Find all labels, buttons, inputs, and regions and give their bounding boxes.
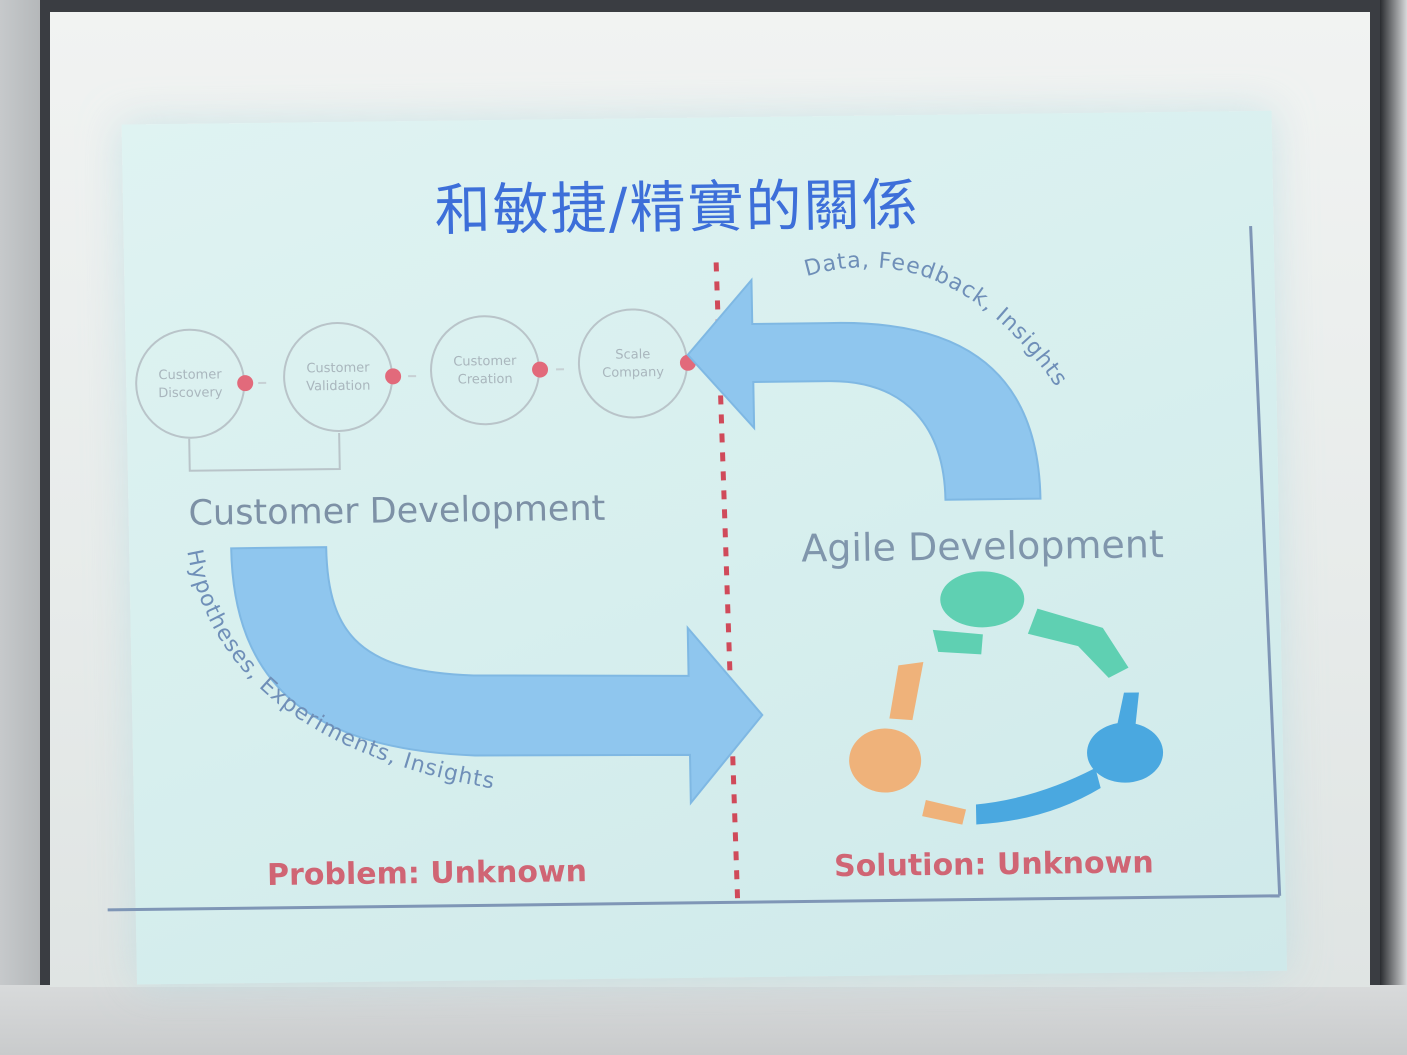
step-1-line1: Customer	[158, 367, 222, 383]
slide-frame-right	[1249, 225, 1282, 896]
step-circle-2	[283, 321, 394, 433]
wall-bottom	[0, 985, 1407, 1055]
divider-line	[713, 262, 741, 903]
step-3-line2: Creation	[458, 372, 513, 388]
stop-marker-icon	[237, 375, 254, 392]
stop-marker-icon	[385, 368, 402, 385]
step-3-line1: Customer	[453, 354, 517, 370]
agile-cycle-icon	[849, 571, 1164, 825]
feedback-loop-line	[188, 432, 341, 472]
step-2-line1: Customer	[306, 361, 370, 377]
step-circle-4	[577, 308, 688, 419]
slide: 和敏捷/精實的關係	[82, 26, 1299, 985]
problem-label: Problem: Unknown	[266, 854, 588, 893]
step-4-line2: Company	[602, 365, 664, 381]
curved-arrow-icon	[686, 277, 1042, 501]
slide-frame-bottom	[107, 894, 1280, 912]
solution-label: Solution: Unknown	[833, 845, 1154, 885]
agile-development-label: Agile Development	[800, 522, 1165, 571]
step-circle-3	[430, 315, 541, 426]
curved-arrow-icon	[230, 546, 764, 806]
stop-marker-icon	[532, 361, 549, 378]
step-2-line2: Validation	[306, 379, 370, 395]
step-4-line1: Scale	[615, 347, 650, 362]
wall-right	[1380, 0, 1407, 1055]
step-circle-1	[135, 328, 246, 439]
customer-development-label: Customer Development	[188, 488, 606, 534]
wall-left	[0, 0, 40, 985]
step-1-line2: Discovery	[158, 385, 223, 401]
slide-graphics: Customer Discovery Customer Validation C…	[107, 225, 1282, 912]
